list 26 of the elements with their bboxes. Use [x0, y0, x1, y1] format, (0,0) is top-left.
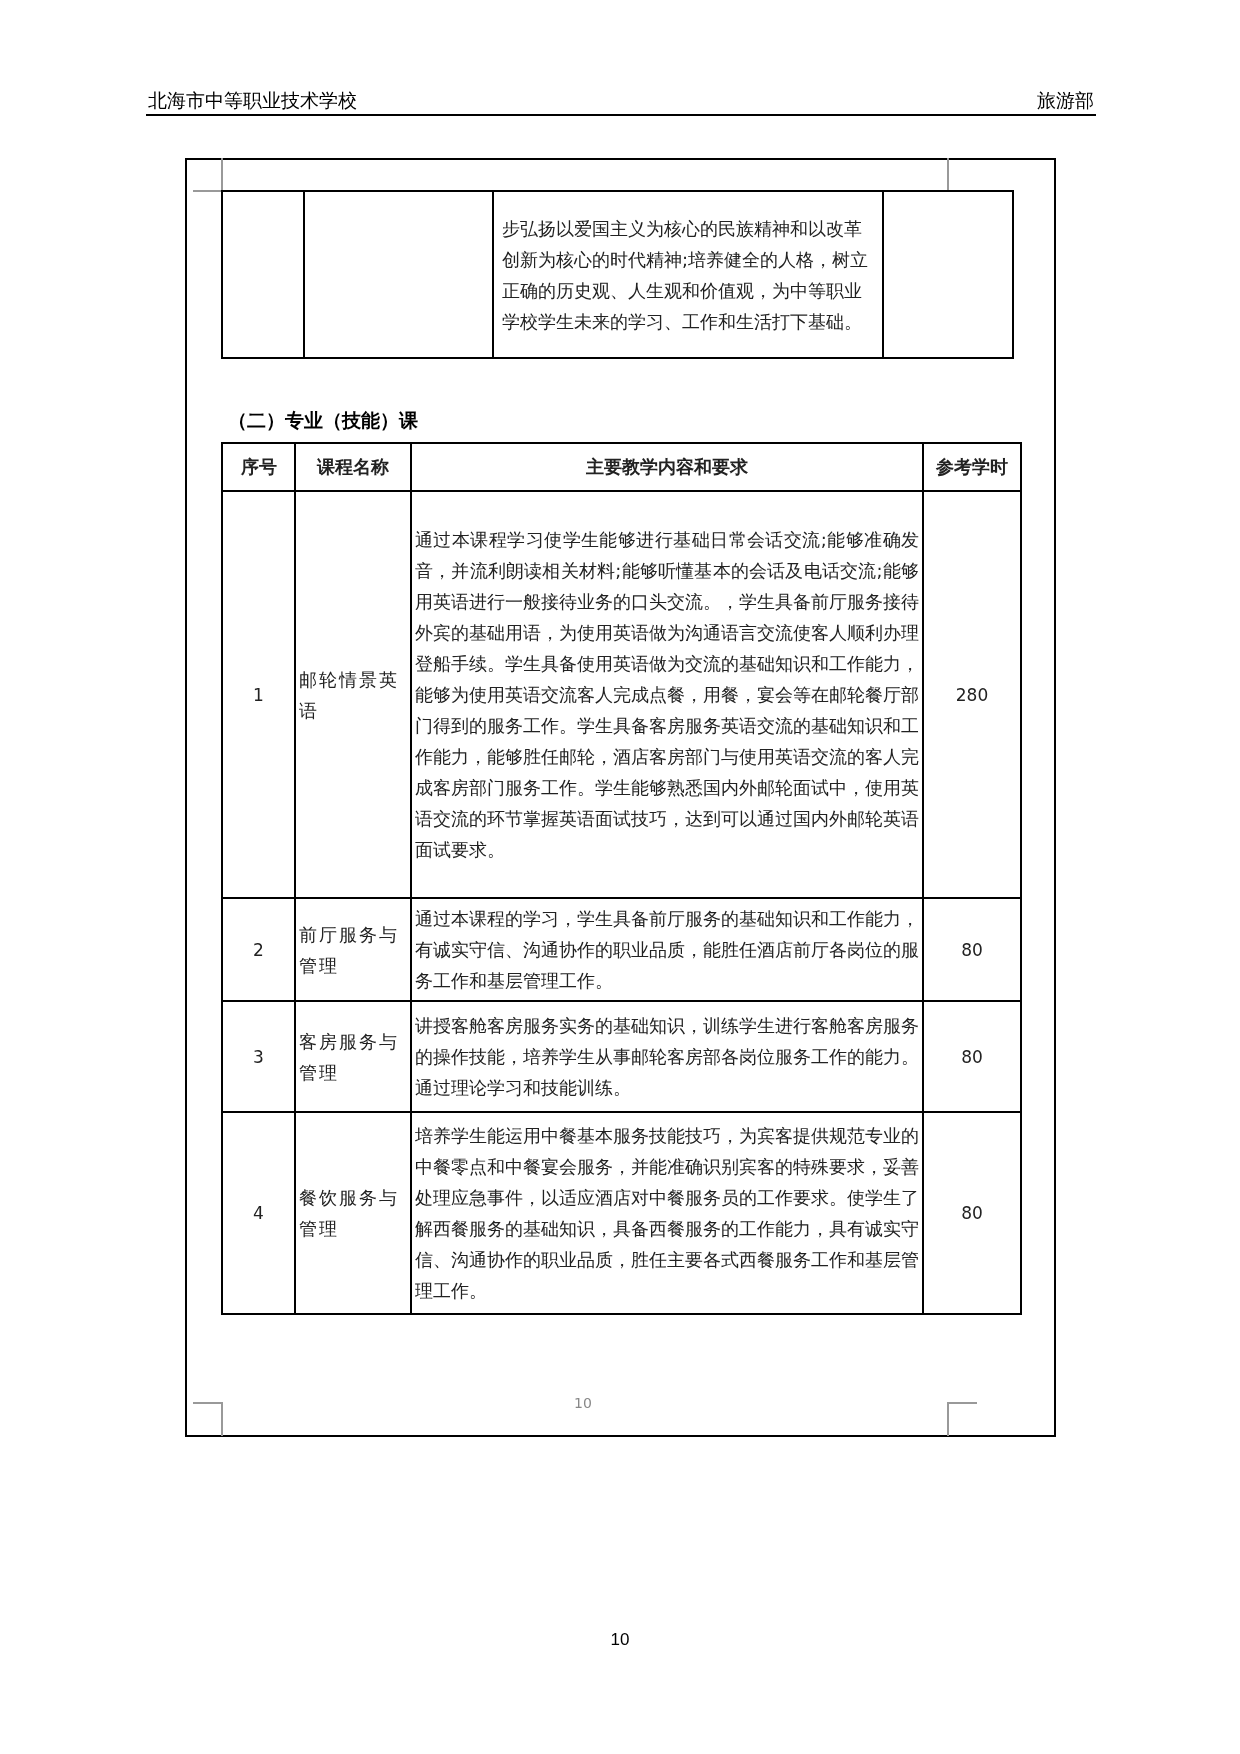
- course-name: 邮轮情景英语: [295, 491, 411, 898]
- course-description: 步弘扬以爱国主义为核心的民族精神和以改革创新为核心的时代精神;培养健全的人格，树立正确的历史观、人生观和价值观，为中等职业学校学生未来的学习、工作和生活打下基础。: [493, 191, 883, 358]
- column-header: 参考学时: [923, 443, 1021, 491]
- course-description: 通过本课程的学习，学生具备前厅服务的基础知识和工作能力，有诚实守信、沟通协作的职业品质，能胜任酒店前厅各岗位的服务工作和基层管理工作。: [411, 898, 923, 1001]
- credit-hours: 80: [923, 1112, 1021, 1314]
- column-header: 序号: [222, 443, 295, 491]
- course-number: 3: [222, 1001, 295, 1112]
- header-text: 北海市中等职业技术学校: [148, 89, 357, 113]
- course-number: 1: [222, 491, 295, 898]
- course-description: 讲授客舱客房服务实务的基础知识，训练学生进行客舱客房服务的操作技能，培养学生从事邮轮客房部各岗位服务工作的能力。通过理论学习和技能训练。: [411, 1001, 923, 1112]
- course-description: 通过本课程学习使学生能够进行基础日常会话交流;能够准确发音，并流利朗读相关材料;能够听懂基本的会话及电话交流;能够用英语进行一般接待业务的口头交流。，学生具备前厅服务接待外宾的基础用语，为使用英语做为沟通语言交流使客人顺利办理登船手续。学生具备使用英语做为交流的基础知识和工作能力，能够为使用英语交流客人完成点餐，用餐，宴会等在邮轮餐厅部门得到的服务工作。学生具备客房服务英语交流的基础知识和工作能力，能够胜任邮轮，酒店客房部门与使用英语交流的客人完成客房部门服务工作。学生能够熟悉国内外邮轮面试中，使用英语交流的环节掌握英语面试技巧，达到可以通过国内外邮轮英语面试要求。: [411, 491, 923, 898]
- course-name: 前厅服务与管理: [295, 898, 411, 1001]
- course-name: 客房服务与管理: [295, 1001, 411, 1112]
- header-text: 旅游部: [1037, 89, 1094, 113]
- credit-hours: 80: [923, 898, 1021, 1001]
- credit-hours: 280: [923, 491, 1021, 898]
- page-number: 10: [609, 1630, 631, 1650]
- credit-hours: 80: [923, 1001, 1021, 1112]
- section-heading: （二）专业（技能）课: [228, 408, 418, 433]
- column-header: 主要教学内容和要求: [411, 443, 923, 491]
- course-number: 4: [222, 1112, 295, 1314]
- column-header: 课程名称: [295, 443, 411, 491]
- page-number: 10: [573, 1395, 593, 1411]
- course-number: 2: [222, 898, 295, 1001]
- course-description: 培养学生能运用中餐基本服务技能技巧，为宾客提供规范专业的中餐零点和中餐宴会服务，并能准确识别宾客的特殊要求，妥善处理应急事件，以适应酒店对中餐服务员的工作要求。使学生了解西餐服务的基础知识，具备西餐服务的工作能力，具有诚实守信、沟通协作的职业品质，胜任主要各式西餐服务工作和基层管理工作。: [411, 1112, 923, 1314]
- course-name: 餐饮服务与管理: [295, 1112, 411, 1314]
